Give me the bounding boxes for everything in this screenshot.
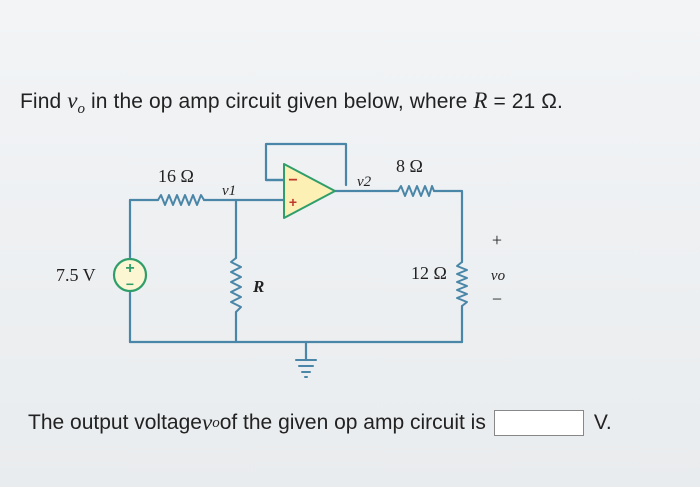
vo-plus-sign: + (492, 230, 502, 250)
resistor-8-ohm (397, 185, 435, 197)
source-plus-sign: + (125, 260, 134, 277)
question-var-symbol: v (67, 88, 78, 113)
question-param-value: = 21 Ω. (487, 90, 563, 113)
question-middle: in the op amp circuit given below, where (85, 90, 474, 113)
resistor-12-ohm (456, 261, 468, 307)
question-var-sub: o (77, 101, 86, 118)
resistor-16-ohm (157, 194, 205, 206)
vo-minus-sign: − (492, 289, 502, 309)
opamp-minus-sign: − (288, 172, 297, 189)
answer-unit: V. (593, 411, 612, 434)
v1-node-label: v1 (222, 183, 236, 199)
r2-right-wire (432, 189, 464, 264)
vo-output-label: vo (491, 268, 506, 284)
voltage-source-symbol (112, 257, 148, 293)
answer-var-sub: o (212, 414, 220, 431)
source-voltage-label: 7.5 V (56, 265, 96, 285)
op-amp-symbol (283, 163, 336, 219)
question-text: Find vo in the op amp circuit given belo… (20, 88, 563, 118)
ground-symbol (295, 359, 317, 378)
question-prefix: Find (20, 90, 68, 113)
r1-value-label: 16 Ω (158, 166, 194, 186)
resistor-r (230, 257, 242, 313)
opamp-plus-sign: + (289, 194, 297, 210)
source-minus-sign: − (126, 276, 134, 292)
v2-node-label: v2 (357, 174, 372, 190)
answer-input[interactable] (493, 410, 584, 436)
answer-var-symbol: v (201, 410, 213, 435)
r-label: R (252, 277, 264, 296)
answer-middle: of the given op amp circuit is (219, 411, 486, 434)
r3-value-label: 12 Ω (411, 263, 447, 283)
r2-value-label: 8 Ω (396, 156, 423, 176)
question-param-symbol: R (473, 88, 488, 113)
answer-prefix: The output voltage (28, 411, 202, 434)
